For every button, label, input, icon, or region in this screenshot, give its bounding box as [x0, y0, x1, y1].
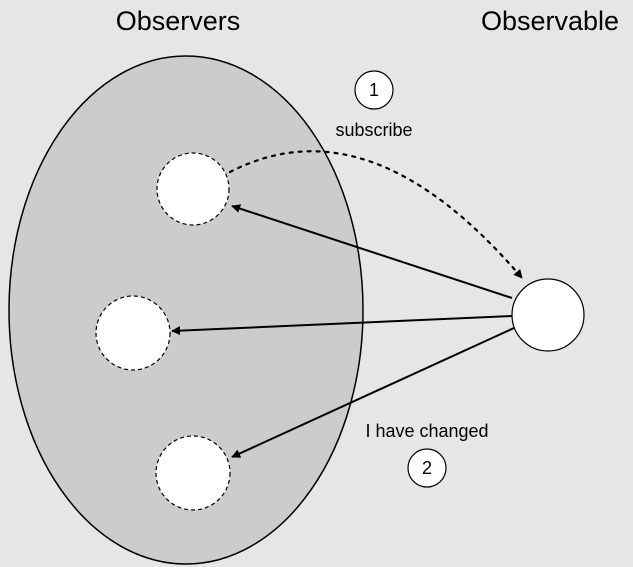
step-1-label: subscribe	[335, 120, 412, 140]
observer-node-middle	[95, 295, 171, 371]
step-1-badge	[354, 70, 394, 110]
notify-arrow-bottom	[231, 327, 515, 458]
observer-node-top	[156, 152, 230, 226]
observers-heading: Observers	[116, 6, 241, 36]
observer-node-bottom	[155, 435, 231, 511]
notify-arrow-top	[231, 204, 513, 299]
step-2-label: I have changed	[365, 421, 488, 441]
subscribe-arrow	[228, 150, 524, 280]
step-2-badge	[407, 448, 447, 488]
observable-node	[511, 278, 585, 352]
step-2-number: 2	[422, 458, 432, 478]
step-1-number: 1	[369, 80, 379, 100]
notify-arrow-middle	[171, 315, 513, 336]
observable-heading: Observable	[481, 6, 619, 36]
